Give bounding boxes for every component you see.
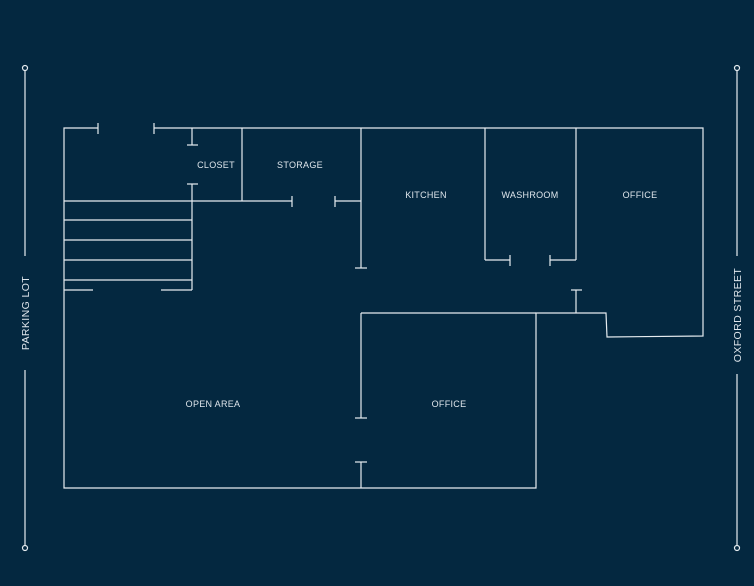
right-top-node [733, 64, 741, 72]
left-top-node [21, 64, 29, 72]
side-label-oxford-street: OXFORD STREET [732, 268, 744, 363]
room-label-kitchen: KITCHEN [405, 190, 447, 200]
room-label-office-top: OFFICE [623, 190, 658, 200]
side-label-parking-lot: PARKING LOT [20, 276, 32, 350]
left-bottom-node [21, 544, 29, 552]
right-bottom-node [733, 544, 741, 552]
room-label-washroom: WASHROOM [501, 190, 558, 200]
room-label-office-bottom: OFFICE [432, 399, 467, 409]
walls [63, 123, 704, 489]
side-markers [21, 64, 741, 552]
outer-wall [63, 127, 704, 489]
room-label-open-area: OPEN AREA [186, 399, 241, 409]
room-label-closet: CLOSET [197, 160, 235, 170]
room-label-storage: STORAGE [277, 160, 323, 170]
